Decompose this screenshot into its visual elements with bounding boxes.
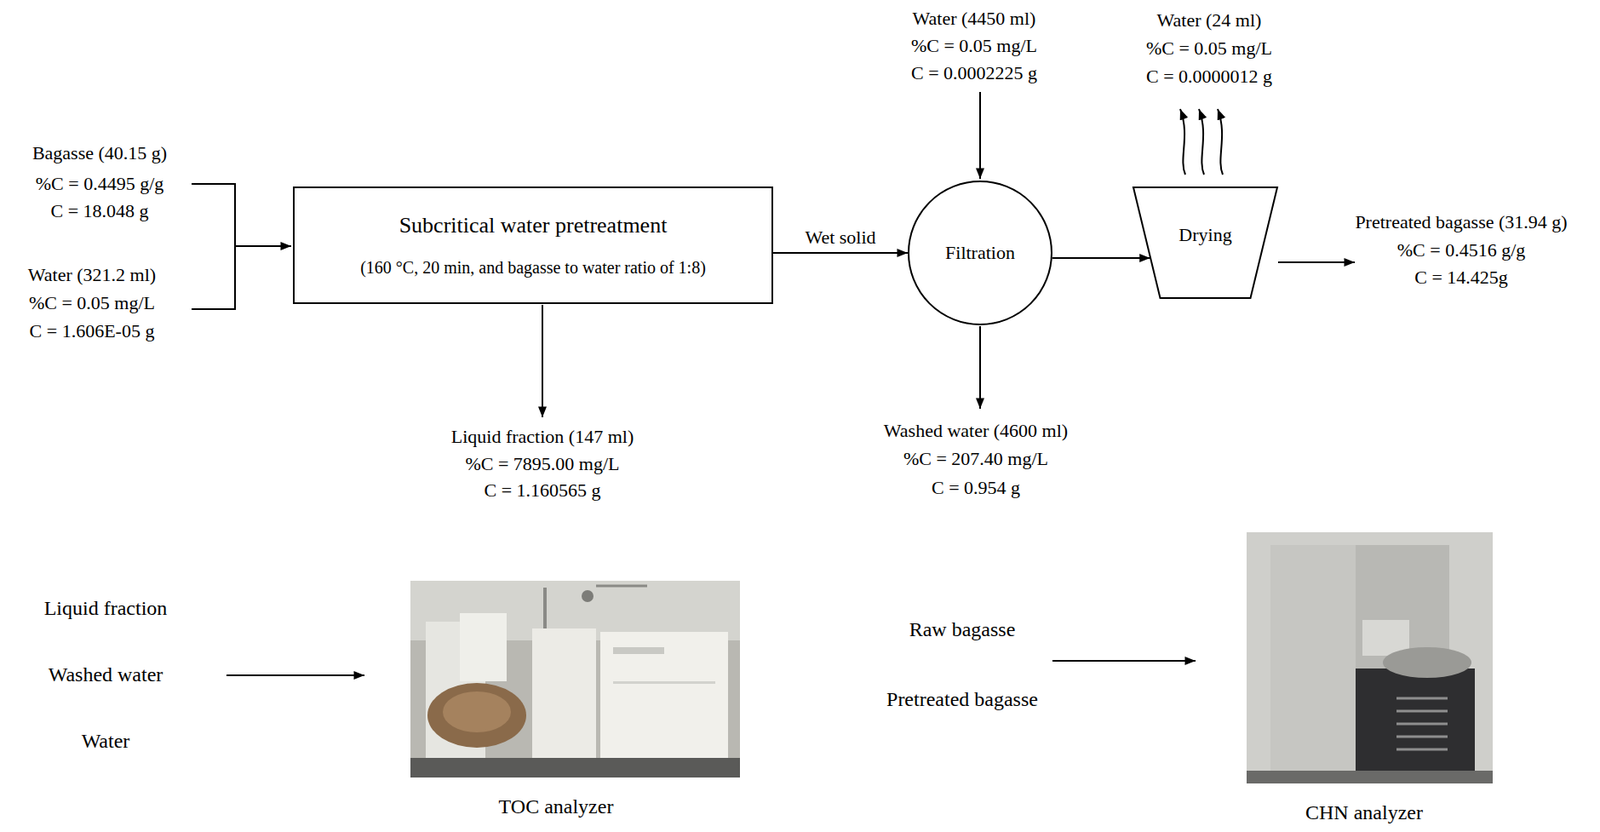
chn-photo: [1246, 532, 1493, 784]
vent: [1396, 735, 1448, 739]
bench: [1246, 770, 1493, 784]
edge-label: Wet solid: [804, 226, 876, 248]
vapour-arrow: [1180, 108, 1186, 175]
stream-label: C = 0.954 g: [931, 476, 1021, 499]
photo-pipe: [543, 587, 547, 631]
washed-water-arrow: [979, 326, 981, 409]
stream-label: Washed water (4600 ml): [883, 419, 1068, 442]
stream-arrows: [226, 91, 1355, 676]
stream-label: C = 14.425g: [1414, 266, 1509, 288]
stream-label: C = 1.606E-05 g: [29, 320, 155, 342]
stream-label: Water (321.2 ml): [28, 263, 156, 286]
autosampler-tray: [427, 682, 527, 748]
stream-label: Liquid fraction: [44, 596, 168, 621]
vapour-arrow: [1198, 108, 1205, 175]
node-title: Subcritical water pretreatment: [399, 212, 668, 239]
photo-pipe: [596, 584, 648, 588]
stream-label: Liquid fraction (147 ml): [451, 425, 634, 448]
feed-line: [191, 183, 236, 185]
filtration-circle: Filtration: [907, 180, 1053, 326]
stream-label: Washed water: [48, 663, 164, 688]
instrument-panel: [613, 647, 665, 654]
vents: [1396, 698, 1448, 750]
instrument-box: [600, 631, 729, 760]
photo-ground: [410, 580, 740, 778]
feed-line: [191, 308, 236, 310]
vent: [1396, 710, 1448, 713]
wash-water-arrow: [979, 91, 981, 179]
photo-gauge: [581, 590, 594, 603]
sample-carousel: [1382, 647, 1472, 678]
stream-label: %C = 0.05 mg/L: [911, 34, 1038, 57]
stream-label: Water (4450 ml): [912, 7, 1037, 29]
bench: [410, 757, 740, 778]
feed-arrow: [235, 245, 292, 247]
stream-label: C = 0.0002225 g: [911, 62, 1038, 84]
process-box: Subcritical water pretreatment (160 °C, 2…: [292, 186, 774, 304]
product-arrow: [1278, 261, 1355, 264]
stream-label: %C = 7895.00 mg/L: [464, 453, 620, 475]
photo-ground: [1246, 532, 1493, 784]
instrument-box: [532, 628, 597, 758]
shape-outline: [1133, 187, 1278, 299]
stream-label: C = 1.160565 g: [483, 479, 601, 501]
vapour-arrow: [1217, 108, 1223, 175]
stream-label: C = 18.048 g: [50, 200, 149, 222]
vent: [1396, 748, 1448, 752]
flow-arrow: [773, 252, 908, 254]
stream-label: Raw bagasse: [909, 618, 1016, 643]
feed-bracket: [191, 183, 292, 310]
node-subtitle: (160 °C, 20 min, and bagasse to water ra…: [360, 258, 706, 278]
stream-label: Bagasse (40.15 g): [32, 142, 167, 164]
stream-label: %C = 0.05 mg/L: [1146, 37, 1273, 59]
stream-label: %C = 0.4516 g/g: [1397, 239, 1526, 261]
analyzer-front: [1270, 544, 1356, 777]
stream-label: CHN analyzer: [1305, 801, 1423, 826]
node-title: Filtration: [945, 241, 1016, 264]
stream-label: %C = 0.05 mg/L: [28, 292, 155, 314]
drying-trapezoid: Drying: [1132, 186, 1279, 299]
stream-label: %C = 207.40 mg/L: [903, 447, 1049, 470]
analyzer-casing: [1355, 668, 1475, 777]
stream-label: C = 0.0000012 g: [1146, 65, 1273, 87]
stream-label: Water (24 ml): [1157, 9, 1262, 31]
vent: [1396, 697, 1448, 700]
instrument-panel: [613, 681, 716, 684]
autosampler-tray: [442, 691, 511, 733]
shape-outline: [908, 181, 1052, 325]
stream-label: TOC analyzer: [498, 795, 614, 820]
stream-label: Water: [81, 729, 131, 754]
vent: [1396, 722, 1448, 726]
stream-label: %C = 0.4495 g/g: [35, 172, 165, 195]
liquid-fraction-arrow: [541, 304, 544, 418]
toc-photo: [410, 580, 740, 778]
chn-arrow: [1052, 659, 1196, 662]
node-title: Drying: [1178, 223, 1232, 246]
stream-label: Pretreated bagasse (31.94 g): [1354, 211, 1567, 233]
flow-arrow: [1052, 257, 1151, 259]
autosampler-tower: [459, 613, 507, 682]
stream-label: Pretreated bagasse: [886, 688, 1038, 712]
toc-arrow: [226, 674, 365, 677]
